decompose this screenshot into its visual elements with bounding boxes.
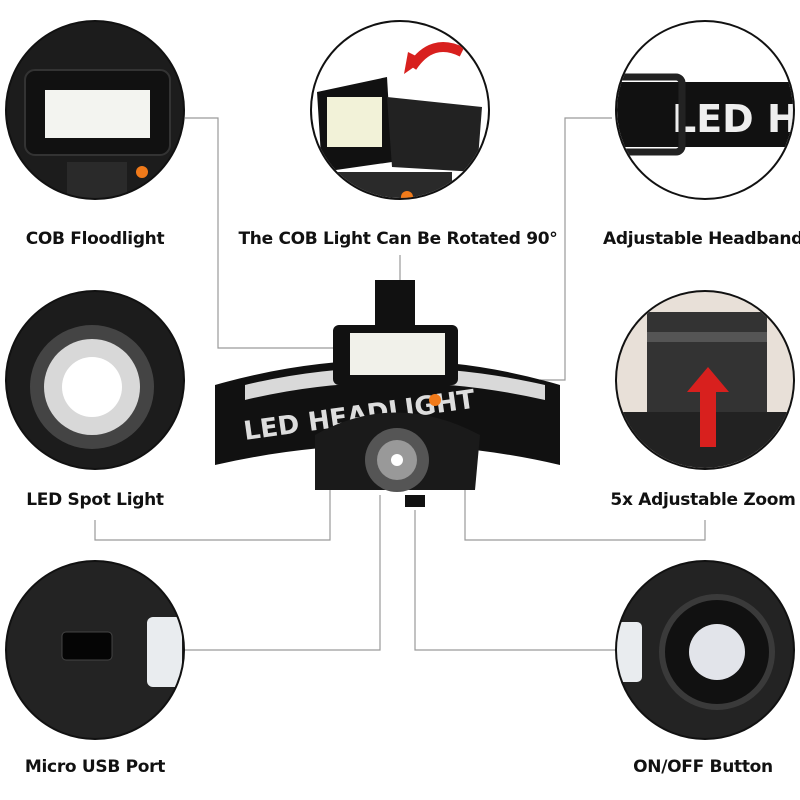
buckle [617, 73, 686, 156]
feature-label-power-button: ON/OFF Button [633, 757, 773, 777]
usb-port-closeup [5, 560, 185, 740]
headlamp-product: LED HEADLIGHT [215, 280, 560, 507]
led-spot-lens-closeup [5, 290, 185, 470]
led-emitter [391, 454, 403, 466]
feature-label-headband: Adjustable Headband [602, 229, 800, 249]
feature-label-rotation: The COB Light Can Be Rotated 90° [238, 229, 558, 249]
cob-panel [350, 333, 445, 375]
feature-label-zoom: 5x Adjustable Zoom [610, 490, 796, 510]
zoom-lens-closeup [615, 290, 795, 470]
feature-label-spot-light: LED Spot Light [26, 490, 164, 510]
power-button-closeup [615, 560, 795, 740]
strap-text: LED HE [672, 97, 795, 141]
up-arrow-icon [700, 387, 716, 447]
rotating-cob-light-closeup [310, 20, 490, 200]
headband-buckle-closeup: LED HE [615, 20, 795, 200]
feature-label-usb-port: Micro USB Port [24, 757, 166, 777]
cob-floodlight-closeup [5, 20, 185, 200]
feature-label-cob-floodlight: COB Floodlight [25, 229, 165, 249]
